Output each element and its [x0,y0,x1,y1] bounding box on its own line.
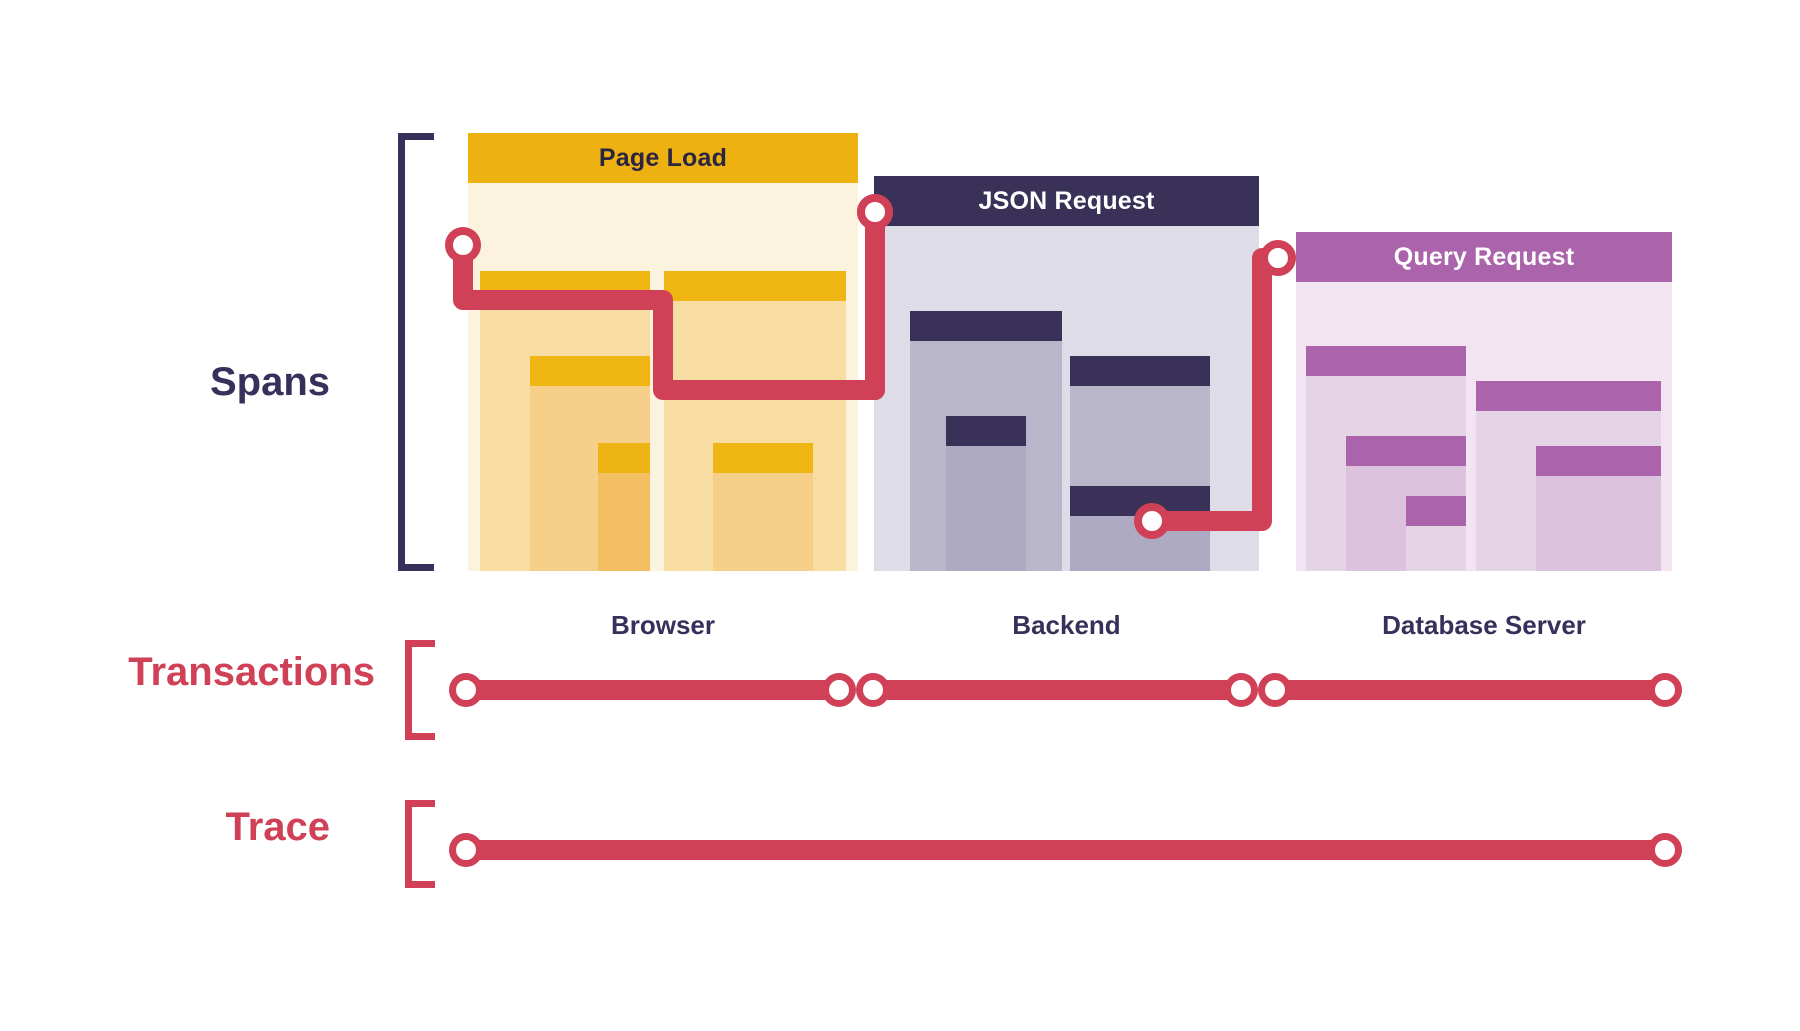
span-cap [1346,436,1466,466]
span-stem [1406,526,1466,571]
service-header-page-load: Page Load [468,133,858,183]
service-caption-backend: Backend [1012,610,1121,640]
span-bar[interactable] [1406,496,1466,571]
span-stem [598,473,650,571]
service-body-backend [874,226,1259,571]
service-panel-backend: JSON Request [874,176,1259,571]
span-cap [910,311,1062,341]
span-cap [946,416,1026,446]
transaction-dot-database-start[interactable] [1258,673,1292,707]
transactions-bracket [405,640,435,740]
transaction-dot-browser-end[interactable] [822,673,856,707]
row-label-transactions: Transactions [128,650,375,694]
span-stem [1536,476,1661,571]
transaction-dot-backend-end[interactable] [1224,673,1258,707]
span-cap [530,356,650,386]
span-stem [1070,516,1210,571]
service-body-browser [468,183,858,571]
span-cap [664,271,846,301]
service-header-json-request: JSON Request [874,176,1259,226]
span-bar[interactable] [598,443,650,571]
trace-dot-end[interactable] [1648,833,1682,867]
span-cap [1070,356,1210,386]
service-caption-browser: Browser [610,610,716,640]
service-panel-browser: Page Load [468,133,858,571]
span-cap [480,271,650,301]
span-bar[interactable] [946,416,1026,571]
row-label-trace: Trace [225,805,330,849]
span-bar[interactable] [1536,446,1661,571]
row-label-spans: Spans [209,360,330,404]
span-cap [1306,346,1466,376]
connector-dot-database-entry [1260,240,1296,276]
trace-bracket [405,800,435,888]
transaction-dot-database-end[interactable] [1648,673,1682,707]
transaction-bar-backend[interactable] [872,680,1247,700]
service-header-query-request: Query Request [1296,232,1672,282]
span-stem [946,446,1026,571]
transaction-bar-browser[interactable] [465,680,845,700]
transaction-dot-browser-start[interactable] [449,673,483,707]
service-caption-database: Database Server [1382,610,1586,640]
span-stem [713,473,813,571]
spans-bracket [398,133,434,571]
span-cap [1536,446,1661,476]
transaction-bar-database[interactable] [1274,680,1671,700]
trace-bar[interactable] [465,840,1671,860]
span-cap [1476,381,1661,411]
span-cap [598,443,650,473]
transaction-dot-backend-start[interactable] [856,673,890,707]
span-bar[interactable] [1070,486,1210,571]
span-cap [1406,496,1466,526]
service-panel-database: Query Request [1296,232,1672,571]
trace-dot-start[interactable] [449,833,483,867]
span-cap [1070,486,1210,516]
service-body-database [1296,282,1672,571]
span-bar[interactable] [713,443,813,571]
span-cap [713,443,813,473]
